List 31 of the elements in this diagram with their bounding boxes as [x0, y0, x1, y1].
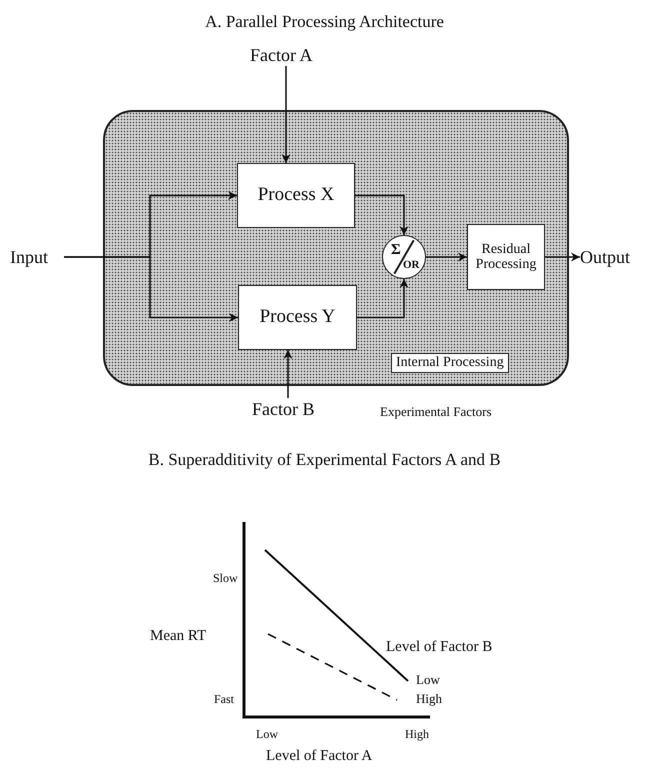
- signal-label: Output: [580, 246, 642, 268]
- process-box: Residual Processing: [467, 224, 545, 290]
- arrow: [64, 256, 238, 322]
- sigma-symbol: Σ: [391, 243, 401, 258]
- chart-label: Slow: [213, 571, 238, 586]
- signal-label: Factor B: [252, 398, 324, 420]
- arrow: [282, 66, 290, 163]
- chart-label: Experimental Factors: [380, 404, 492, 420]
- signal-label: Input: [10, 246, 64, 268]
- process-box: Process Y: [238, 285, 357, 350]
- region-label: Internal Processing: [391, 353, 509, 373]
- chart-label: Low: [416, 672, 440, 688]
- or-symbol: OR: [403, 260, 420, 271]
- arrow: [355, 194, 408, 235]
- arrow: [545, 252, 580, 262]
- chart-label: Low: [256, 727, 278, 742]
- arrow: [284, 350, 292, 398]
- signal-label: Factor A: [250, 44, 322, 66]
- chart-label: High: [416, 691, 442, 707]
- diagram-title: A. Parallel Processing Architecture: [204, 12, 445, 32]
- section-heading: B. Superadditivity of Experimental Factors A and B: [147, 450, 502, 470]
- arrow: [357, 279, 408, 318]
- process-box: Process X: [237, 163, 355, 228]
- processing-region: [103, 110, 569, 386]
- arrow: [426, 252, 467, 262]
- chart-label: Level of Factor A: [266, 748, 372, 765]
- chart-label: Mean RT: [150, 628, 206, 645]
- chart-label: Level of Factor B: [386, 639, 492, 656]
- chart-label: Fast: [214, 692, 234, 707]
- combiner-circle: [382, 235, 426, 279]
- chart-label: High: [405, 727, 429, 742]
